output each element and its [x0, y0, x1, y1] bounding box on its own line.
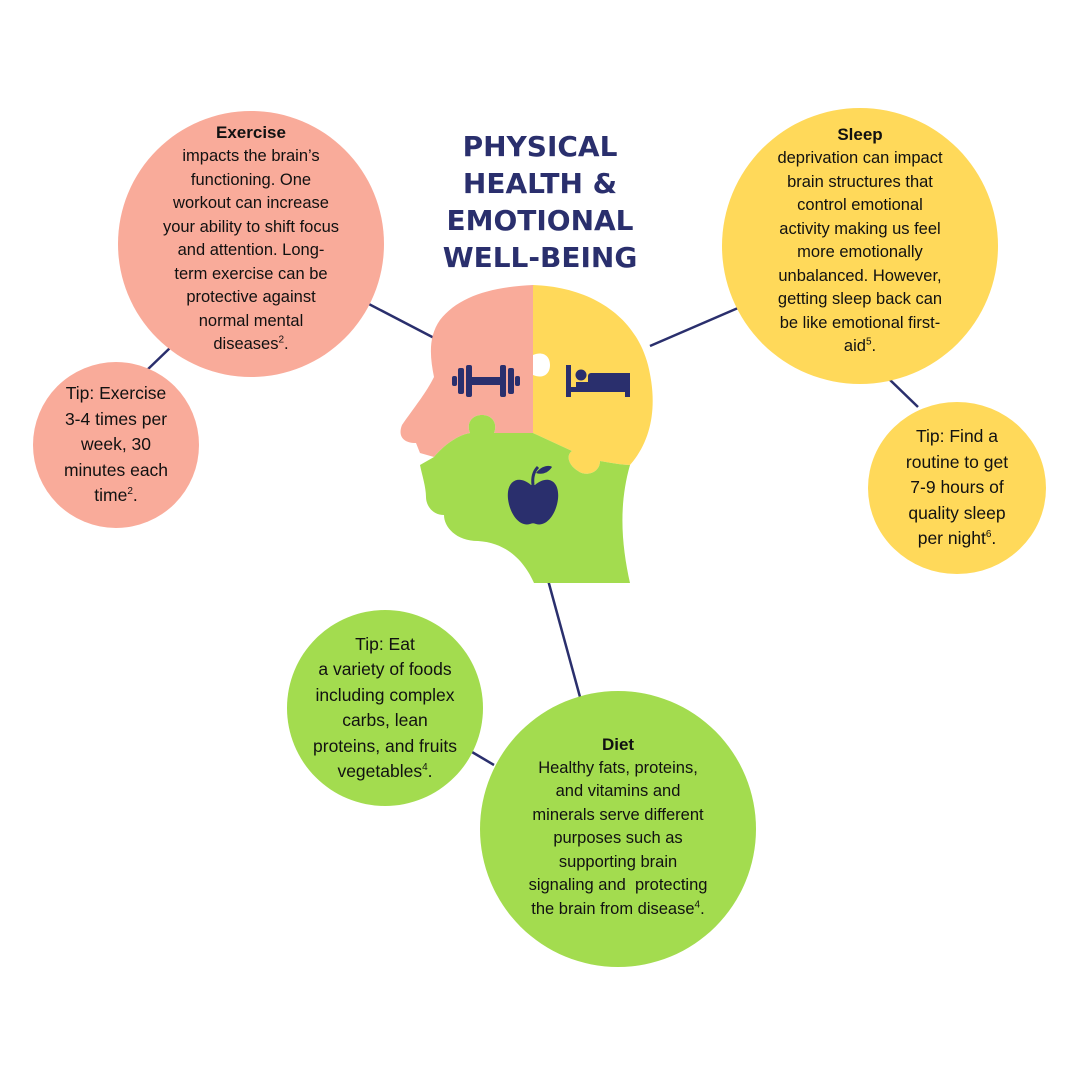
exercise-tip-bubble: Tip: Exercise 3-4 times per week, 30 min… [33, 362, 199, 528]
citation-ref: 5 [865, 336, 872, 348]
diet-tip-line: a variety of foods [318, 659, 452, 679]
diet-tip-line: vegetables4. [337, 761, 433, 781]
connector-sleep-tip [887, 377, 919, 408]
apple-icon [507, 465, 559, 525]
puzzle-head-graphic [400, 285, 653, 583]
sleep-line: aid5. [843, 336, 877, 356]
connector-exercise [364, 300, 439, 342]
sleep-tip-line: per night6. [917, 528, 997, 549]
sleep-tip-line: 7-9 hours of [910, 477, 1004, 498]
exercise-line: and attention. Long- [177, 241, 325, 260]
exercise-line: impacts the brain’s [182, 147, 320, 166]
sleep-line: getting sleep back can [777, 290, 943, 309]
diet-tip-line: proteins, and fruits [313, 735, 457, 756]
connector-sleep [649, 306, 739, 348]
diet-line: signaling and protecting [528, 876, 708, 895]
diet-heading: Diet [601, 734, 635, 754]
exercise-line: functioning. One [190, 170, 312, 189]
sleep-line: activity making us feel [779, 219, 941, 238]
diet-tip-line: carbs, lean [342, 710, 428, 730]
citation-ref: 2 [127, 486, 133, 498]
exercise-line: normal mental [198, 311, 304, 330]
diet-line: supporting brain [558, 852, 678, 871]
exercise-line: term exercise can be [174, 264, 328, 283]
diet-line: purposes such as [553, 829, 683, 848]
citation-ref: 2 [278, 334, 285, 346]
citation-ref: 4 [694, 899, 701, 911]
exercise-tip-line: time2. [94, 485, 138, 506]
exercise-line: workout can increase [173, 194, 329, 213]
exercise-tip-line: Tip: Exercise [65, 383, 167, 404]
sleep-line: more emotionally [797, 243, 923, 262]
sleep-tip-line: routine to get [905, 451, 1009, 472]
page-title: PHYSICAL HEALTH & EMOTIONAL WELL-BEING [442, 130, 638, 274]
exercise-line: protective against [186, 288, 316, 307]
diet-line: minerals serve different [532, 805, 704, 824]
bed-icon [566, 365, 630, 397]
sleep-line: brain structures that [787, 172, 933, 191]
diet-tip-line: including complex [315, 684, 455, 705]
diet-tip-line: Tip: Eat [355, 633, 415, 654]
sleep-line: unbalanced. However, [778, 266, 942, 285]
sleep-heading: Sleep [837, 125, 883, 145]
diet-line: the brain from disease4. [531, 899, 705, 918]
exercise-tip-line: week, 30 [80, 434, 152, 455]
exercise-tip-line: 3-4 times per [64, 408, 168, 429]
sleep-tip-line: Tip: Find a [915, 426, 999, 447]
diet-tip-bubble: Tip: Eat a variety of foods including co… [287, 610, 483, 806]
diet-line: Healthy fats, proteins, [538, 758, 698, 777]
sleep-bubble: Sleep deprivation can impact brain struc… [722, 108, 998, 384]
exercise-tip-line: minutes each [63, 459, 169, 480]
sleep-tip-line: quality sleep [908, 502, 1006, 523]
citation-ref: 4 [422, 762, 428, 774]
diet-line: and vitamins and [555, 782, 681, 801]
connector-diet [546, 579, 582, 698]
exercise-heading: Exercise [216, 123, 286, 143]
sleep-line: deprivation can impact [777, 149, 943, 168]
sleep-tip-bubble: Tip: Find a routine to get 7-9 hours of … [868, 402, 1046, 574]
sleep-line: control emotional [797, 196, 923, 215]
diet-bubble: Diet Healthy fats, proteins, and vitamin… [480, 691, 756, 967]
citation-ref: 6 [985, 529, 992, 541]
connector-diet-tip [471, 750, 495, 767]
exercise-line: your ability to shift focus [162, 217, 340, 236]
dumbbell-icon [452, 365, 520, 397]
exercise-bubble: Exercise impacts the brain’s functioning… [118, 111, 384, 377]
connector-exercise-tip [144, 345, 173, 373]
exercise-line: diseases2. [213, 334, 289, 354]
sleep-line: be like emotional first- [779, 313, 941, 332]
